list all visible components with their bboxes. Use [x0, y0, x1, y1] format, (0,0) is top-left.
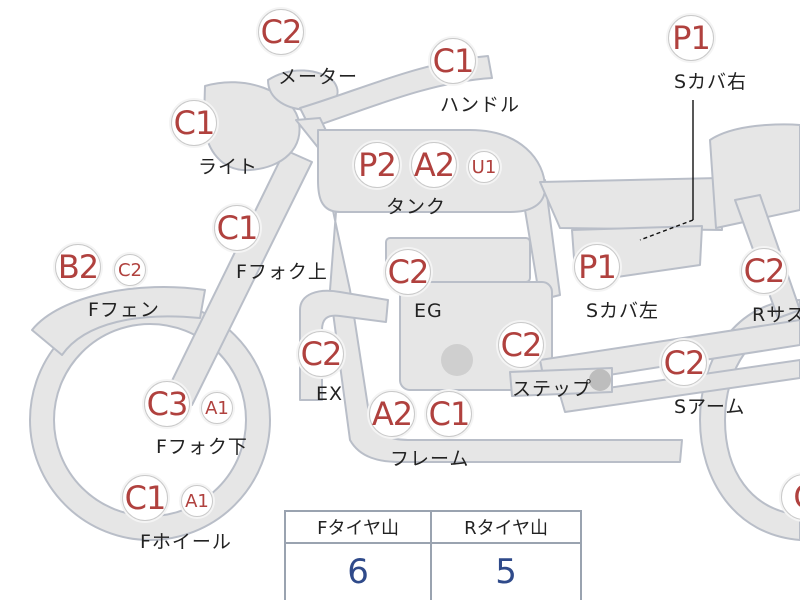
- tire-table-header-row: Fタイヤ山 Rタイヤ山: [283, 510, 582, 544]
- r-tire-header: Rタイヤ山: [430, 510, 582, 544]
- f-fork-upper-grade-badge: C1: [214, 205, 260, 251]
- f-fork-lower-label: Fフォク下: [156, 436, 248, 458]
- f-fork-lower-grade-badge-2: A1: [201, 392, 233, 424]
- s-cover-right-label: Sカバ右: [674, 71, 748, 93]
- tail-shape: [709, 123, 800, 229]
- f-wheel-label: Fホイール: [140, 531, 232, 553]
- s-cover-left-label: Sカバ左: [586, 300, 660, 322]
- f-fender-grade-badge-2: C2: [114, 254, 146, 286]
- swing-arm-grade-badge: C2: [661, 340, 707, 386]
- step-shape: [509, 367, 613, 397]
- f-fork-lower-grade-badge-1: C3: [144, 381, 190, 427]
- r-tire-value: 5: [430, 542, 582, 600]
- step-grade-badge: C2: [498, 322, 544, 368]
- frame-label: フレーム: [390, 448, 470, 470]
- exhaust-label: EX: [316, 383, 344, 405]
- r-suspension-grade-badge: C2: [741, 248, 787, 294]
- f-fender-label: Fフェン: [88, 299, 160, 321]
- tank-grade-badge-3: U1: [468, 151, 500, 183]
- tank-grade-badge-2: A2: [411, 142, 457, 188]
- engine-label: EG: [414, 300, 443, 322]
- footpeg-detail: [589, 369, 611, 391]
- r-suspension-label: Rサス: [752, 304, 800, 326]
- exhaust-grade-badge: C2: [298, 331, 344, 377]
- meter-label: メーター: [278, 66, 359, 88]
- frame-grade-badge-1: A2: [369, 391, 415, 437]
- tire-table-value-row: 6 5: [283, 542, 582, 600]
- s-cover-right-leader-dash: [639, 219, 694, 241]
- f-tire-value: 6: [283, 542, 433, 600]
- light-grade-badge: C1: [171, 100, 217, 146]
- s-cover-right-grade-badge: P1: [668, 15, 714, 61]
- frame-grade-badge-2: C1: [426, 391, 472, 437]
- f-tire-header: Fタイヤ山: [283, 510, 433, 544]
- f-wheel-grade-badge-1: C1: [122, 475, 168, 521]
- engine-grade-badge: C2: [385, 249, 431, 295]
- engine-cover-detail: [441, 344, 473, 376]
- swing-arm-label: Sアーム: [674, 396, 746, 418]
- seat-shape: [539, 177, 723, 231]
- handle-grade-badge: C1: [430, 38, 476, 84]
- front-fender-shape: [31, 285, 206, 356]
- step-label: ステップ: [512, 378, 593, 400]
- s-cover-left-grade-badge: P1: [574, 244, 620, 290]
- handle-label: ハンドル: [440, 94, 521, 116]
- f-fender-grade-badge-1: B2: [55, 244, 101, 290]
- chain-guard-shape: [559, 359, 800, 413]
- meter-grade-badge: C2: [258, 9, 304, 55]
- tire-tread-table: Fタイヤ山 Rタイヤ山 6 5: [283, 510, 582, 600]
- tank-label: タンク: [386, 196, 447, 218]
- tank-grade-badge-1: P2: [354, 142, 400, 188]
- f-fork-upper-label: Fフォク上: [236, 261, 328, 283]
- headlight-shape: [203, 81, 301, 172]
- f-wheel-grade-badge-2: A1: [181, 485, 213, 517]
- light-label: ライト: [198, 156, 259, 178]
